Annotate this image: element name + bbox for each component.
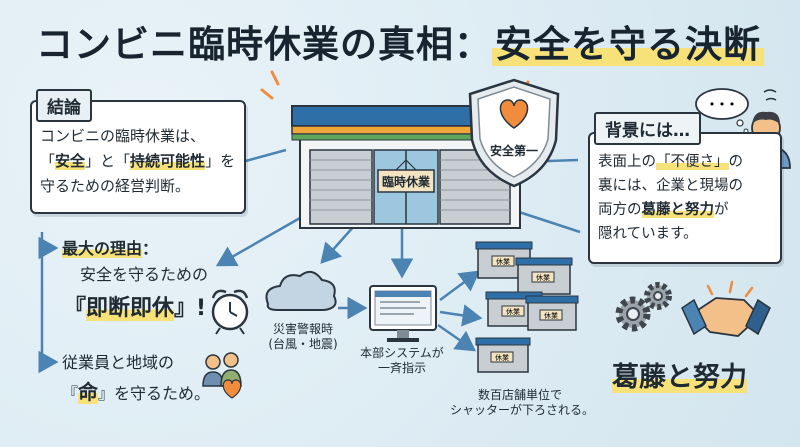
background-text: 表面上の「不便さ」の 裏には、企業と現場の 両方の葛藤と努力が 隠れています。 — [598, 150, 778, 246]
conclusion-line-3: 守るための経営判断。 — [40, 177, 191, 195]
svg-text:• • •: • • • — [709, 98, 735, 111]
reason-line-2: 安全を守るための — [80, 265, 209, 284]
conclusion-line-1: コンビニの臨時休業は、 — [40, 127, 206, 145]
svg-text:休業: 休業 — [506, 307, 520, 316]
warning-label: 災害警報時(台風・地震) — [268, 322, 338, 351]
shield-label: 安全第一 — [490, 143, 538, 158]
closed-stores-group: 休業 休業 休業 休業 休業 — [475, 241, 579, 373]
svg-text:休業: 休業 — [496, 257, 510, 266]
arrow-system-to-stores-bottom — [437, 323, 477, 352]
keyword-struggle: 葛藤と努力 — [641, 202, 714, 218]
protect-line-2: 『命』を守るため。 — [62, 380, 211, 404]
people-icon — [202, 352, 242, 387]
reason-heading: 最大の理由： — [62, 239, 159, 258]
mini-store-2: 休業 — [515, 257, 573, 295]
closed-sign-board — [377, 169, 435, 193]
closed-sign-text: 臨時休業 — [382, 174, 431, 189]
mini-store-4: 休業 — [525, 295, 579, 331]
arrow-to-protect — [38, 248, 59, 374]
svg-text:休業: 休業 — [544, 311, 558, 320]
convenience-store-illustration: 臨時休業 — [291, 105, 529, 229]
alarm-clock-icon — [211, 289, 249, 335]
arrow-to-reason-heading — [38, 232, 59, 260]
stores-label: 数百店舗単位でシャッターが下ろされる。 — [450, 388, 595, 417]
keyword-safety: 安全 — [55, 152, 86, 170]
page-title: コンビニ臨時休業の真相：安全を守る決断 — [0, 14, 800, 68]
storm-cloud-icon — [265, 270, 337, 311]
conclusion-tag: 結論 — [36, 89, 92, 122]
conclusion-line-2: 「安全」と「持続可能性」を — [40, 152, 236, 170]
arrow-store-to-bgbox — [518, 210, 581, 234]
background-line-2: 裏には、企業と現場の — [598, 178, 743, 194]
title-highlight: 安全を守る決断 — [492, 23, 764, 66]
svg-text:休業: 休業 — [536, 273, 550, 282]
mini-store-5: 休業 — [475, 337, 531, 373]
shield-icon: 安全第一 — [468, 78, 560, 188]
keyword-life: 命 — [78, 380, 99, 404]
heart-icon — [499, 99, 529, 129]
keyword-inconvenience: 「不便さ」 — [656, 154, 729, 170]
thought-bubble — [695, 88, 749, 120]
arrow-system-to-stores-mid — [439, 304, 483, 327]
keyword-sustainability: 持続可能性 — [130, 152, 206, 170]
arrow-system-to-stores-top — [439, 270, 481, 302]
background-line-4: 隠れています。 — [598, 226, 698, 242]
reason-line-3: 『即断即休』! — [64, 296, 207, 321]
connection-arrows — [38, 148, 581, 374]
background-footer: 葛藤と努力 — [612, 362, 747, 393]
keyword-quick-decision: 即断即休 — [86, 296, 175, 321]
background-line-3: 両方の葛藤と努力が — [598, 202, 729, 218]
system-label: 本部システムが一斉指示 — [360, 346, 444, 375]
protect-line-1: 従業員と地域の — [62, 353, 175, 372]
conclusion-text: コンビニの臨時休業は、 「安全」と「持続可能性」を 守るための経営判断。 — [40, 124, 240, 199]
arrow-conclusion-to-store — [241, 148, 287, 164]
background-tag: 背景には… — [594, 112, 701, 145]
computer-monitor-icon — [369, 285, 437, 342]
arrow-store-to-cloud — [320, 224, 356, 264]
arrow-store-to-reason — [215, 216, 301, 267]
svg-text:休業: 休業 — [495, 353, 509, 362]
gears-icon — [615, 282, 672, 332]
heart-small-icon — [222, 379, 242, 399]
handshake-icon — [681, 280, 771, 337]
title-main: コンビニ臨時休業の真相： — [36, 23, 492, 66]
background-line-1: 表面上の「不便さ」の — [598, 154, 743, 170]
